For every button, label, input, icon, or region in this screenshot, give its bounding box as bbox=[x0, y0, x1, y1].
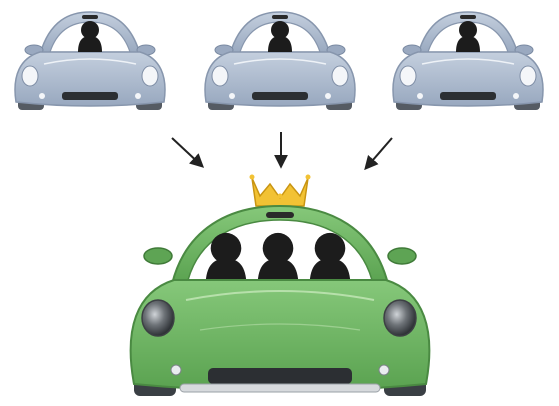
crown-icon bbox=[252, 178, 308, 206]
car-middle bbox=[205, 12, 355, 110]
headlight-left bbox=[142, 300, 174, 336]
arrow-icon bbox=[366, 138, 392, 168]
arrow-icon bbox=[172, 138, 202, 166]
headlight-right bbox=[384, 300, 416, 336]
car-left bbox=[15, 12, 165, 110]
car-shared bbox=[131, 175, 430, 397]
passengers bbox=[206, 233, 351, 286]
grille bbox=[208, 368, 352, 384]
car-right bbox=[393, 12, 543, 110]
